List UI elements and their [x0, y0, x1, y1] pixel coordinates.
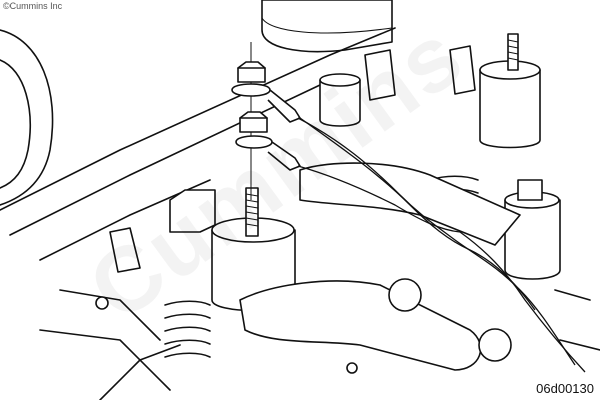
housing-left: [0, 29, 54, 206]
harness-wire-a: [297, 117, 576, 366]
bracket-left: [169, 189, 216, 233]
cover-floor-left: [39, 289, 171, 391]
bracket-top-right: [449, 45, 476, 95]
copyright-label: ©Cummins Inc: [3, 1, 63, 11]
rocker-lever-front: [239, 280, 482, 371]
post-right: [517, 179, 543, 201]
injector-rear-body: [479, 69, 541, 149]
rocker-nut-rear: [478, 328, 512, 362]
bolt-bottom-mid: [346, 362, 358, 374]
harness-wire-b: [297, 165, 586, 373]
bolt-bottom-left: [95, 296, 109, 310]
rocker-nut-front: [388, 278, 422, 312]
harness-nut-lower-side: [239, 117, 268, 133]
harness-nut-upper-side: [237, 67, 266, 83]
cover-floor-right: [554, 289, 600, 351]
injector-right-body: [504, 199, 561, 280]
housing-left-inner: [0, 59, 31, 189]
top-cylinder-ring: [261, 17, 393, 34]
bracket-left-lower: [109, 227, 141, 273]
stud-rear-thread: [507, 39, 519, 61]
valve-cover-rail: [0, 27, 396, 211]
figure-id-label: 06d00130: [536, 381, 594, 396]
injector-mid-top: [319, 73, 361, 87]
frame-bottom: [99, 344, 181, 401]
harness-wire-c: [299, 117, 536, 311]
valve-spring-left: [164, 300, 211, 358]
bracket-top: [364, 49, 396, 101]
top-cylinder: [261, 0, 393, 53]
injector-mid-body: [319, 79, 361, 127]
injector-front-thread: [245, 193, 259, 227]
